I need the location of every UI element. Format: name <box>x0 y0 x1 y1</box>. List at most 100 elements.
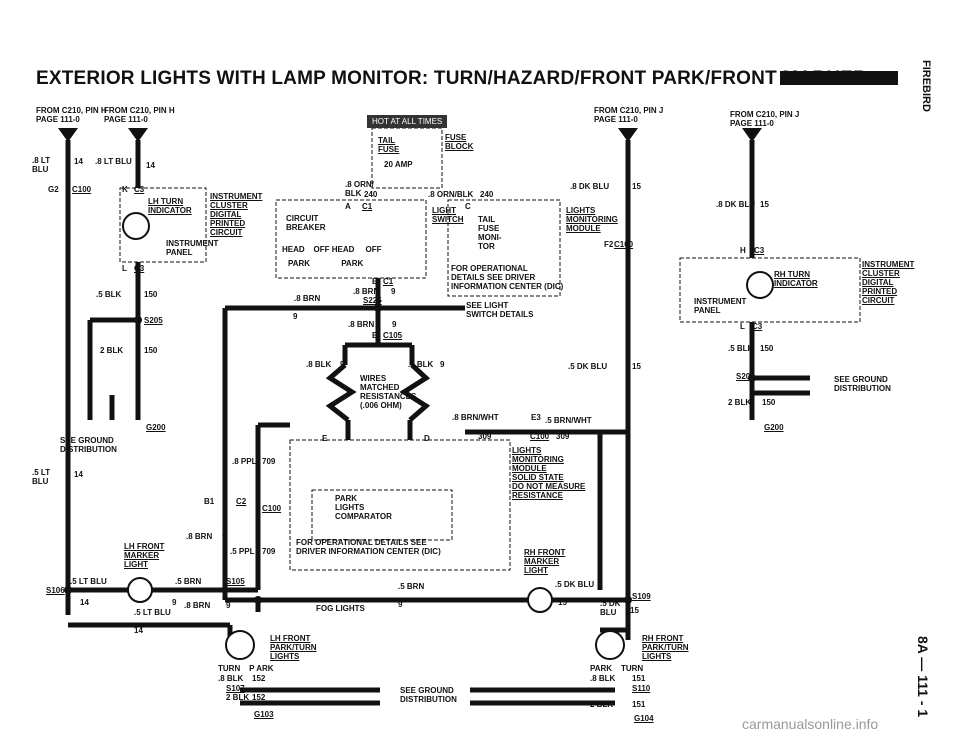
label-n152a: 152 <box>252 674 266 683</box>
label-n151a: 151 <box>632 674 646 683</box>
label-wires-matched: WIRES MATCHED RESISTANCES (.006 OHM) <box>360 374 417 410</box>
label-n309b: 309 <box>556 432 570 441</box>
label-inst-cluster: INSTRUMENT CLUSTER DIGITAL PRINTED CIRCU… <box>210 192 263 237</box>
label-rh-front-park: RH FRONT PARK/TURN LIGHTS <box>642 634 689 661</box>
label-n150b: 150 <box>144 346 158 355</box>
label-rh-front-marker: RH FRONT MARKER LIGHT <box>524 548 566 575</box>
label-amp20: 20 AMP <box>384 160 413 169</box>
label-n150c: 150 <box>760 344 774 353</box>
label-w5dkblu15: .5 DK BLU <box>568 362 608 371</box>
label-n15b: 15 <box>630 606 639 615</box>
label-see-ground-dist-r: SEE GROUND DISTRIBUTION <box>834 375 891 393</box>
lh-front-marker-bulb <box>127 577 153 603</box>
lh-turn-indicator-bulb <box>122 212 150 240</box>
rh-park-turn-bulb <box>595 630 625 660</box>
label-lh-front-marker: LH FRONT MARKER LIGHT <box>124 542 165 569</box>
label-w8orn: .8 ORN/ BLK <box>345 180 374 198</box>
watermark: carmanualsonline.info <box>742 716 879 732</box>
label-c3d: C3 <box>752 322 763 331</box>
label-see-ground-dist-l: SEE GROUND DISTRIBUTION <box>60 436 117 454</box>
label-w8brnwht: .8 BRN/WHT <box>452 413 499 422</box>
label-b-c105: B <box>372 331 378 340</box>
label-w5ltblu14: .5 LT BLU <box>32 468 51 486</box>
label-w5ltblu-b: .5 LT BLU <box>134 608 171 617</box>
label-c2: C2 <box>236 497 247 506</box>
label-n9g: 9 <box>172 598 177 607</box>
label-lights-mon-mod: LIGHTS MONITORING MODULE <box>566 206 618 233</box>
label-w5dkblu-a: .5 DK BLU <box>555 580 595 589</box>
label-from-x: FROM C210, PIN H PAGE 111-0 <box>36 106 107 124</box>
label-conn-w: W <box>134 130 142 139</box>
label-c3b: C3 <box>134 264 145 273</box>
label-w8brn-9a: .8 BRN <box>353 287 380 296</box>
label-w8dkblu15: .8 DK BLU <box>570 182 610 191</box>
label-e3: E3 <box>531 413 541 422</box>
rh-turn-indicator-bulb <box>746 271 774 299</box>
label-s110: S110 <box>632 684 651 693</box>
label-g200a: G200 <box>146 423 166 432</box>
label-w5blk150: .5 BLK <box>96 290 122 299</box>
label-light-switch: LIGHT SWITCH <box>432 206 464 224</box>
label-conn-y: Y <box>748 130 754 139</box>
label-inst-cluster-r: INSTRUMENT CLUSTER DIGITAL PRINTED CIRCU… <box>862 260 915 305</box>
label-for-operational-1: FOR OPERATIONAL DETAILS SEE DRIVER INFOR… <box>451 264 564 291</box>
label-h-c3: H <box>740 246 746 255</box>
title-bar <box>780 71 898 85</box>
label-n14b: 14 <box>146 161 155 170</box>
label-see-ground-dist-c: SEE GROUND DISTRIBUTION <box>400 686 457 704</box>
side-title: FIREBIRD <box>920 60 932 112</box>
label-circuit-breaker: CIRCUIT BREAKER <box>286 214 326 232</box>
label-n9i: 9 <box>398 600 403 609</box>
label-n309a: 309 <box>478 432 492 441</box>
label-lights-mon-mod2: LIGHTS MONITORING MODULE SOLID STATE DO … <box>512 446 586 500</box>
label-g104: G104 <box>634 714 654 723</box>
label-cc: C <box>465 202 471 211</box>
label-c3a: C3 <box>134 185 145 194</box>
label-b1: B1 <box>204 497 215 506</box>
label-w8brn-e: .8 BRN <box>184 601 211 610</box>
label-from-w: FROM C210, PIN H PAGE 111-0 <box>104 106 175 124</box>
label-w2blk151: 2 BLK <box>590 700 614 709</box>
label-n240b: 240 <box>480 190 494 199</box>
label-turn-park-l: TURN P ARK <box>218 664 274 673</box>
label-n240a: 240 <box>364 190 378 199</box>
label-s205a: S205 <box>144 316 163 325</box>
label-n15d: 15 <box>632 362 641 371</box>
label-w8brn9d: .8 BRN <box>186 532 213 541</box>
label-l-c3: L <box>122 264 127 273</box>
rh-front-marker-bulb <box>527 587 553 613</box>
label-w8blk9b: .8 BLK <box>408 360 434 369</box>
label-w8blk151: .8 BLK <box>590 674 616 683</box>
label-s107: S107 <box>226 684 245 693</box>
label-fog-lights: FOG LIGHTS <box>316 604 365 613</box>
label-d-lbl: D <box>424 434 430 443</box>
label-w5blk150r: .5 BLK <box>728 344 754 353</box>
label-w8blk9a: .8 BLK <box>306 360 332 369</box>
label-n9b: 9 <box>293 312 298 321</box>
label-g200b: G200 <box>764 423 784 432</box>
label-headlamps: HEAD OFF HEAD OFF <box>282 245 382 254</box>
label-park-turn-r: PARK TURN <box>590 664 644 673</box>
label-w5brn-a: .5 BRN <box>175 577 202 586</box>
label-w8ornblk: .8 ORN/BLK <box>428 190 474 199</box>
label-c100d: C100 <box>614 240 634 249</box>
label-conn-z: Z <box>624 130 629 139</box>
label-n152b: 152 <box>252 693 266 702</box>
label-a-c1: A <box>345 202 351 211</box>
label-for-operational-2: FOR OPERATIONAL DETAILS SEE DRIVER INFOR… <box>296 538 441 556</box>
label-w5dkblu-b: .5 DK BLU <box>600 599 621 617</box>
label-n709b: 709 <box>262 547 276 556</box>
label-w5brn-b: .5 BRN <box>398 582 425 591</box>
label-n14a: 14 <box>74 157 83 166</box>
label-c100a: C100 <box>72 185 92 194</box>
label-n9h: 9 <box>226 601 231 610</box>
label-lamp-mon-tail: TAIL FUSE MONI- TOR <box>478 215 502 251</box>
label-inst-panel-r: INSTRUMENT PANEL <box>694 297 747 315</box>
label-w8brn-b: .8 BRN <box>294 294 321 303</box>
label-w8ppl: .8 PPL <box>232 457 257 466</box>
label-c1a: C1 <box>362 202 373 211</box>
label-n14e: 14 <box>134 626 143 635</box>
label-n15c: 15 <box>632 182 641 191</box>
label-n709a: 709 <box>262 457 276 466</box>
